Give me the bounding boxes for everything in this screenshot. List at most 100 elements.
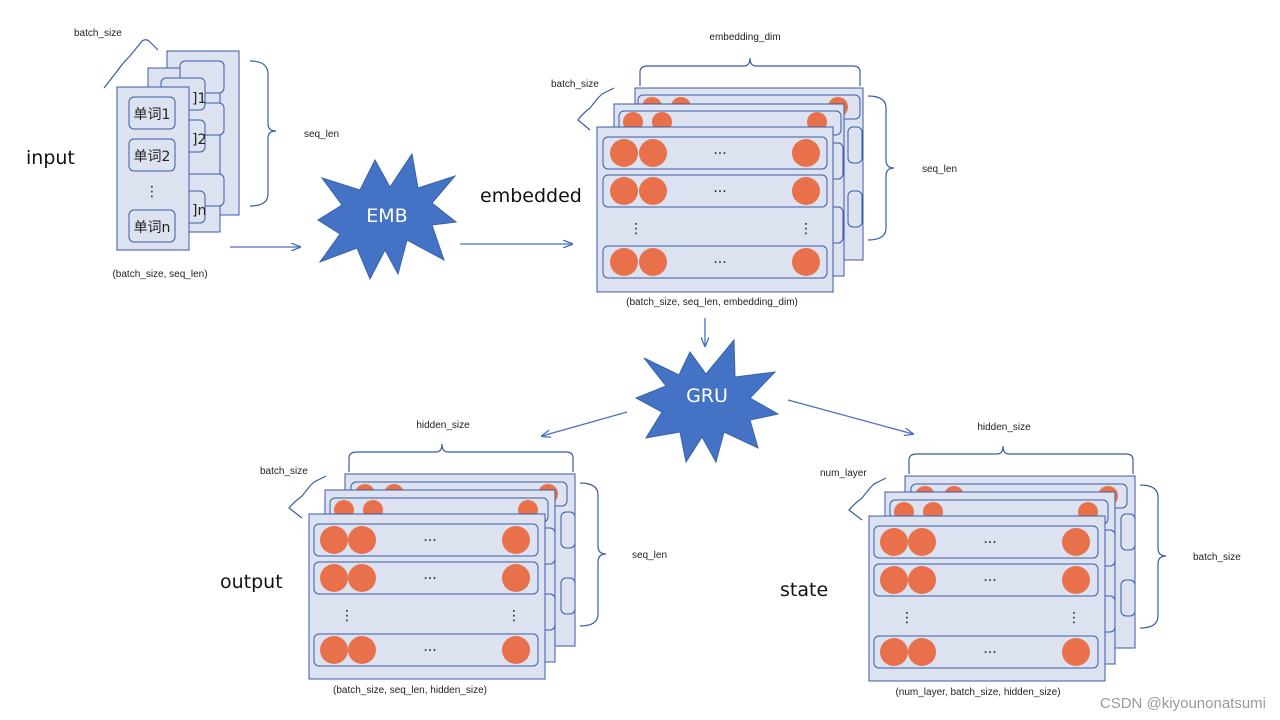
dot xyxy=(610,177,638,205)
dot xyxy=(1062,566,1090,594)
dot xyxy=(792,177,820,205)
emb-burst: EMB xyxy=(317,152,458,281)
row-hdots: ··· xyxy=(423,533,436,549)
row-hdots: ··· xyxy=(983,535,996,551)
row-vdots-left: ⋮ xyxy=(340,608,354,624)
embedded-label: embedded xyxy=(480,185,582,207)
embedded-side-brace xyxy=(867,95,895,241)
dot xyxy=(502,636,530,664)
embedded-stack-brace xyxy=(577,87,615,131)
embedded-tensor: ··· ··· ⋮ ⋮ ··· embedding_dim batch_size… xyxy=(551,32,957,308)
row-peek xyxy=(1120,579,1136,617)
gru-burst: GRU xyxy=(634,338,780,464)
input-shape: (batch_size, seq_len) xyxy=(112,269,207,280)
dot xyxy=(610,248,638,276)
dot xyxy=(908,528,936,556)
row-peek xyxy=(847,190,863,228)
embedded-shape: (batch_size, seq_len, embedding_dim) xyxy=(626,297,798,308)
output-shape: (batch_size, seq_len, hidden_size) xyxy=(333,685,487,696)
state-label: state xyxy=(780,579,828,601)
dot xyxy=(639,248,667,276)
output-tensor: ··· ··· ⋮ ⋮ ··· hidden_size batch_size s… xyxy=(260,420,667,696)
row-peek xyxy=(847,126,863,164)
watermark: CSDN @kiyounonatsumi xyxy=(1099,695,1266,712)
dot xyxy=(348,636,376,664)
dot xyxy=(639,177,667,205)
input-batch-label: batch_size xyxy=(74,28,122,39)
embedded-side-label: seq_len xyxy=(922,164,957,175)
gru-burst-label: GRU xyxy=(686,385,728,407)
dot xyxy=(320,526,348,554)
state-side-brace xyxy=(1139,484,1167,629)
state-top-label: hidden_size xyxy=(977,422,1031,433)
dot xyxy=(1062,528,1090,556)
input-tensor: ]1 ]2 ]n 单词1 单词2 ⋮ 单词n batch_size seq_le… xyxy=(74,28,339,280)
word-2: 单词2 xyxy=(134,149,171,165)
dot xyxy=(502,526,530,554)
emb-burst-label: EMB xyxy=(366,205,407,227)
word-box-2 xyxy=(128,138,176,172)
emb-burst-shape xyxy=(317,152,458,281)
row-hdots: ··· xyxy=(983,573,996,589)
row-hdots: ··· xyxy=(713,146,726,162)
embedded-stack-label: batch_size xyxy=(551,79,599,90)
gru-burst-shape xyxy=(634,338,780,464)
input-label: input xyxy=(26,147,75,169)
state-stack-brace xyxy=(848,477,887,521)
embedded-top-label: embedding_dim xyxy=(709,32,780,43)
output-stack-brace xyxy=(288,475,327,519)
dot xyxy=(792,139,820,167)
state-tensor: ··· ··· ⋮ ⋮ ··· hidden_size num_layer ba… xyxy=(820,422,1241,698)
state-side-label: batch_size xyxy=(1193,552,1241,563)
dot xyxy=(908,566,936,594)
peek-suffix-1: ]1 xyxy=(192,91,206,107)
output-top-brace xyxy=(348,443,574,472)
row-vdots-left: ⋮ xyxy=(900,610,914,626)
word-1: 单词1 xyxy=(134,107,171,123)
dot xyxy=(880,528,908,556)
dot xyxy=(320,636,348,664)
word-vdots: ⋮ xyxy=(145,184,159,200)
state-stack-label: num_layer xyxy=(820,468,867,479)
state-top-brace xyxy=(908,445,1134,474)
arrow-gru-to-state xyxy=(787,399,913,434)
dot xyxy=(610,139,638,167)
arrow-gru-to-output xyxy=(542,411,628,436)
dot xyxy=(792,248,820,276)
output-top-label: hidden_size xyxy=(416,420,470,431)
row-hdots: ··· xyxy=(713,184,726,200)
row-vdots-right: ⋮ xyxy=(507,608,521,624)
row-peek xyxy=(560,511,576,549)
row-peek xyxy=(1120,513,1136,551)
output-stack-label: batch_size xyxy=(260,466,308,477)
output-side-brace xyxy=(579,482,607,627)
row-hdots: ··· xyxy=(983,645,996,661)
row-hdots: ··· xyxy=(713,255,726,271)
embedded-top-brace xyxy=(639,57,861,86)
row-hdots: ··· xyxy=(423,643,436,659)
word-box-n xyxy=(128,209,176,243)
output-side-label: seq_len xyxy=(632,550,667,561)
dot xyxy=(880,566,908,594)
input-seq-brace xyxy=(249,60,277,207)
word-box-1 xyxy=(128,96,176,130)
dot xyxy=(880,638,908,666)
dot xyxy=(348,526,376,554)
row-vdots-left: ⋮ xyxy=(629,221,643,237)
row-peek xyxy=(560,577,576,615)
dot xyxy=(502,564,530,592)
word-n: 单词n xyxy=(134,220,171,236)
peek-suffix-n: ]n xyxy=(192,203,206,219)
row-hdots: ··· xyxy=(423,571,436,587)
dot xyxy=(320,564,348,592)
state-shape: (num_layer, batch_size, hidden_size) xyxy=(895,687,1060,698)
output-label: output xyxy=(220,571,283,593)
input-seq-label: seq_len xyxy=(304,129,339,140)
peek-suffix-2: ]2 xyxy=(192,132,206,148)
dot xyxy=(1062,638,1090,666)
dot xyxy=(348,564,376,592)
input-batch-brace xyxy=(103,39,159,89)
row-vdots-right: ⋮ xyxy=(799,221,813,237)
dot xyxy=(908,638,936,666)
